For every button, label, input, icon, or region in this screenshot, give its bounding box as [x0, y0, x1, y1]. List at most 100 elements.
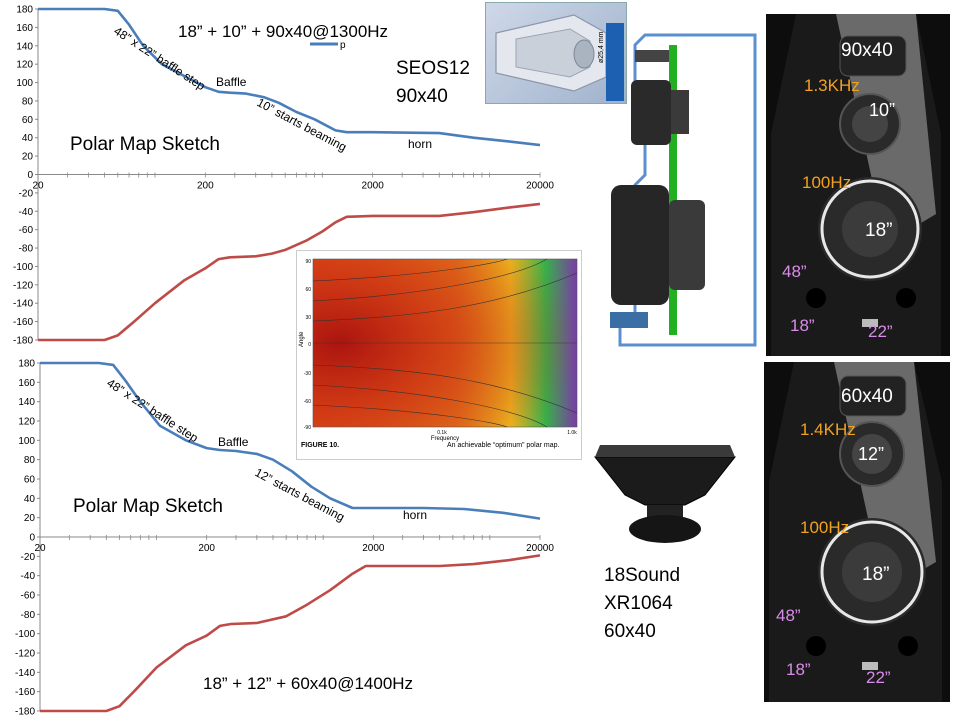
bottom-woofer-xo-label: 100Hz	[800, 518, 850, 537]
inset-y-tick: 90	[305, 259, 311, 265]
y-tick-label: -60	[19, 225, 34, 236]
x-tick-label: 20	[34, 543, 46, 554]
y-axis-ticks: 180160140120100806040200-20-40-60-80-100…	[13, 5, 39, 347]
inset-x-tick: 0.1k	[437, 430, 447, 436]
y-tick-label: 20	[24, 513, 36, 524]
y-tick-label: 160	[18, 378, 35, 389]
x-tick-label: 20000	[526, 543, 554, 554]
y-tick-label: 180	[18, 359, 35, 370]
inset-y-tick: 0	[308, 342, 311, 348]
y-tick-label: -60	[21, 591, 36, 602]
y-tick-label: 60	[24, 475, 36, 486]
y-tick-label: -80	[19, 244, 34, 255]
chart-title: 18” + 10” + 90x40@1300Hz	[178, 22, 388, 41]
y-tick-label: 80	[22, 96, 34, 107]
y-tick-label: -120	[15, 649, 35, 660]
x-tick-label: 2000	[362, 543, 385, 554]
annotation-beaming: 12” starts beaming	[253, 465, 347, 524]
xr1064-brand: 18Sound	[604, 565, 681, 586]
inset-caption-text: An achievable “optimum” polar map.	[447, 442, 559, 449]
y-tick-label: 120	[16, 60, 33, 71]
bottom-crossover-label: 1.4KHz	[800, 420, 856, 439]
y-tick-label: -20	[21, 552, 36, 563]
annotation-horn: horn	[403, 508, 427, 522]
y-tick-label: -100	[13, 262, 33, 273]
top-mid-label: 10”	[869, 100, 896, 120]
y-tick-label: -80	[21, 610, 36, 621]
annotation-horn: horn	[408, 137, 432, 151]
chart-series	[38, 7, 541, 342]
y-tick-label: -180	[13, 336, 33, 347]
speaker-photo-top	[766, 14, 950, 356]
bottom-width-label: 22”	[866, 668, 891, 687]
y-tick-label: 140	[18, 397, 35, 408]
y-tick-label: -140	[15, 668, 35, 679]
chart-title: 18” + 12” + 60x40@1400Hz	[203, 674, 413, 693]
speaker-photo-bottom	[764, 362, 950, 702]
xr1064-coverage: 60x40	[604, 621, 656, 642]
top-width-label: 22”	[868, 322, 893, 341]
annotation-baffle: Baffle	[218, 435, 249, 449]
inset-caption-label: FIGURE 10.	[301, 442, 339, 449]
chart-series	[40, 361, 541, 713]
top-height-label: 48”	[782, 262, 807, 281]
y-axis-ticks: 180160140120100806040200-20-40-60-80-100…	[15, 359, 41, 718]
y-tick-label: -100	[15, 629, 35, 640]
top-crossover-label: 1.3KHz	[804, 76, 860, 95]
xr1064-model: XR1064	[604, 593, 673, 614]
inset-polar-map-figure: 90 60 30 0 -30 -60 -90 Angle 0.1k 1.0k F…	[296, 250, 582, 460]
seos12-coverage: 90x40	[396, 86, 448, 107]
y-tick-label: 60	[22, 115, 34, 126]
x-tick-label: 200	[197, 181, 214, 192]
annotation-polar-map: Polar Map Sketch	[73, 496, 223, 517]
bottom-mid-label: 12”	[858, 444, 885, 464]
y-tick-label: -160	[15, 687, 35, 698]
y-tick-label: 0	[27, 170, 33, 181]
polar-chart-bottom: 180160140120100806040200-20-40-60-80-100…	[15, 359, 554, 718]
x-tick-label: 200	[198, 543, 215, 554]
y-tick-label: 20	[22, 152, 34, 163]
legend-label: p	[340, 40, 346, 51]
inset-x-tick: 1.0k	[567, 430, 577, 436]
top-horn-label: 90x40	[841, 40, 893, 61]
top-depth-label: 18”	[790, 316, 815, 335]
x-axis: 20 200 2000 20000	[34, 535, 554, 554]
y-tick-label: 40	[22, 133, 34, 144]
x-tick-label: 20000	[526, 181, 554, 192]
y-tick-label: 180	[16, 5, 33, 16]
inset-polar-map-plot: 90 60 30 0 -30 -60 -90 Angle 0.1k 1.0k F…	[299, 258, 578, 449]
inset-y-label: Angle	[299, 331, 305, 347]
inset-y-tick: -90	[304, 425, 311, 431]
y-tick-label: -120	[13, 280, 33, 291]
y-tick-label: -40	[19, 207, 34, 218]
series-line-1	[40, 554, 541, 713]
inset-y-tick: 60	[305, 287, 311, 293]
inset-y-tick: 30	[305, 315, 311, 321]
inset-y-tick: -30	[304, 371, 311, 377]
annotation-baffle-step: 48” x 22” baffle step	[104, 376, 201, 446]
y-tick-label: 0	[29, 533, 35, 544]
polar-chart-top: 180160140120100806040200-20-40-60-80-100…	[13, 5, 554, 347]
inset-x-label: Frequency	[431, 436, 459, 442]
y-tick-label: 160	[16, 23, 33, 34]
annotation-polar-map: Polar Map Sketch	[70, 134, 220, 155]
annotation-baffle: Baffle	[216, 75, 247, 89]
y-tick-label: 100	[18, 436, 35, 447]
seos12-horn-image: ø25,4 mm	[485, 2, 627, 104]
x-tick-label: 2000	[362, 181, 385, 192]
top-woofer-xo-label: 100Hz	[802, 173, 852, 192]
bottom-depth-label: 18”	[786, 660, 811, 679]
y-tick-label: -140	[13, 299, 33, 310]
seos12-name: SEOS12	[396, 58, 470, 79]
horn-dimension-label: ø25,4 mm	[598, 31, 605, 63]
y-tick-label: 40	[24, 494, 36, 505]
y-tick-label: 140	[16, 41, 33, 52]
series-line-1	[38, 202, 541, 342]
series-line-0	[40, 361, 541, 520]
y-tick-label: 80	[24, 455, 36, 466]
y-tick-label: -40	[21, 571, 36, 582]
bottom-horn-label: 60x40	[841, 386, 893, 407]
y-tick-label: -20	[19, 188, 34, 199]
xr1064-horn-image	[593, 445, 737, 543]
series-line-0	[38, 7, 541, 147]
